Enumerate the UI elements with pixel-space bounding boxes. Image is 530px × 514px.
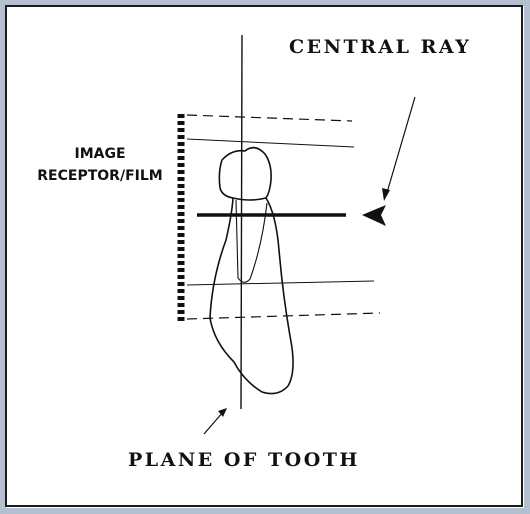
plane-of-tooth-axis [240,34,243,410]
image-receptor-label: IMAGE RECEPTOR/FILM [30,143,170,187]
image-receptor-label-line1: IMAGE [74,146,126,162]
tooth-root-outline [209,197,294,395]
tooth-pulp-canal [235,199,268,283]
plane-of-tooth-label: PLANE OF TOOTH [128,449,360,471]
plane-of-tooth-pointer [203,411,224,435]
image-receptor-label-line2: RECEPTOR/FILM [37,168,163,184]
figure-border [5,5,523,507]
plane-of-tooth-pointer-tip [218,408,227,417]
projection-line-lower-dashed [186,312,381,320]
central-ray-pointer-tip [382,188,390,201]
central-ray-pointer [385,96,416,197]
central-ray-arrowhead [362,205,386,226]
central-ray-label: CENTRAL RAY [289,36,472,58]
projection-line-crown [186,138,355,148]
tooth-crown-outline [218,146,272,201]
projection-line-apex [186,280,375,286]
projection-line-upper-dashed [186,114,353,122]
